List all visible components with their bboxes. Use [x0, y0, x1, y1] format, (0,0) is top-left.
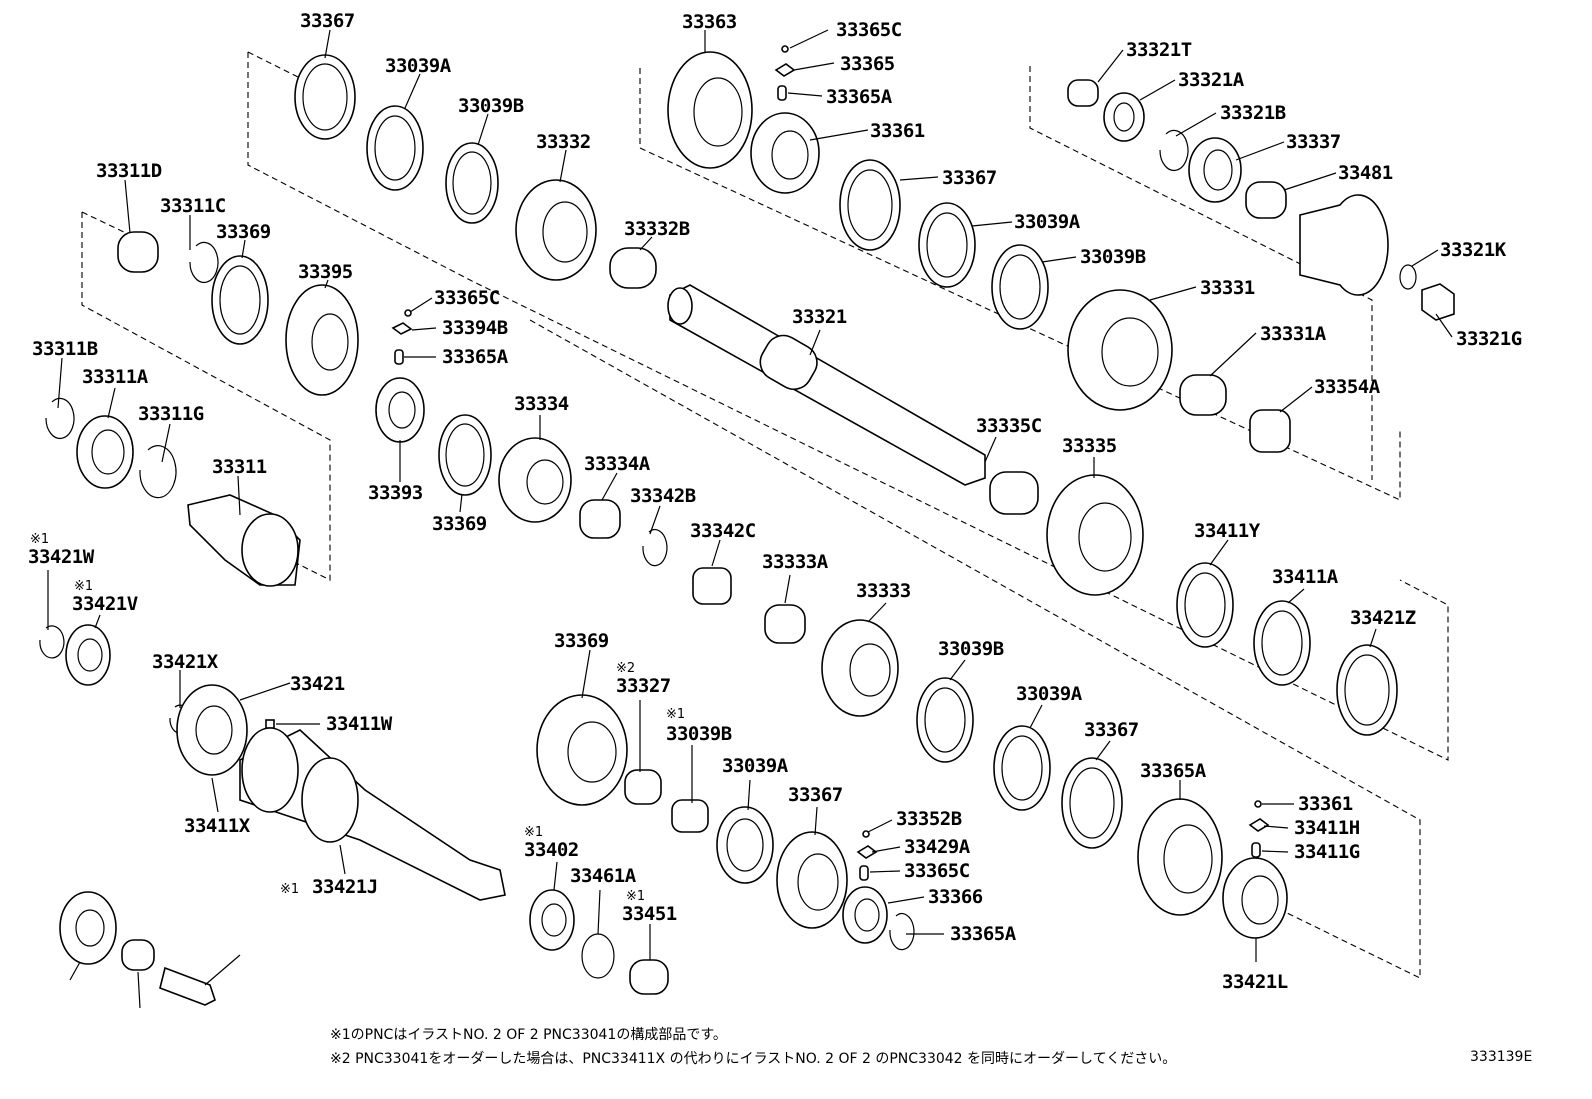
part-label: 33365A [1140, 760, 1207, 782]
part-label: 33461A [570, 865, 637, 887]
part-label: 33337 [1286, 131, 1341, 153]
part-label: 33369 [554, 630, 609, 652]
part-label: 33333 [856, 580, 911, 602]
part-label: 33394B [442, 317, 508, 339]
part-label: 33421J [312, 876, 378, 898]
part-label: 33333A [762, 551, 829, 573]
note-mark-1: ※1 [524, 825, 543, 840]
part-label: 33332 [536, 131, 591, 153]
part-label: 33363 [682, 11, 737, 33]
part-label: 33365 [840, 53, 895, 75]
part-label: 33335C [976, 415, 1042, 437]
part-label: 33352B [896, 808, 962, 830]
part-label: 33369 [216, 221, 271, 243]
part-label: 33039B [458, 95, 524, 117]
part-label: 33039A [1016, 683, 1083, 705]
footnote-2: ※2 PNC33041をオーダーした場合は、PNC33411X の代わりにイラス… [330, 1051, 1177, 1067]
part-label: 33311G [138, 403, 204, 425]
part-label: 33367 [788, 784, 843, 806]
part-label: 33311A [82, 366, 149, 388]
part-label: 33369 [432, 513, 487, 535]
part-shapes [39, 45, 1455, 1006]
note-mark-1: ※1 [30, 532, 49, 547]
part-label: 33421X [152, 651, 219, 673]
part-label: 33331A [1260, 323, 1327, 345]
part-label: 33411X [184, 815, 251, 837]
note-mark-1: ※1 [666, 707, 685, 722]
part-label: 33311B [32, 338, 98, 360]
part-label: 33039B [1080, 246, 1146, 268]
part-label: 33421Z [1350, 607, 1416, 629]
part-label: 33039A [1014, 211, 1081, 233]
part-label: 33393 [368, 482, 423, 504]
part-label: 33311D [96, 160, 162, 182]
part-label: 33365C [434, 287, 500, 309]
part-label: 33402 [524, 839, 579, 861]
part-label: 33321 [792, 306, 847, 328]
note-mark-1: ※1 [74, 579, 93, 594]
part-label: 33342C [690, 520, 756, 542]
part-label: 33395 [298, 261, 353, 283]
part-label: 33481 [1338, 162, 1393, 184]
part-label: 33334A [584, 453, 651, 475]
part-label: 33367 [300, 10, 355, 32]
part-label: 33421V [72, 593, 138, 615]
part-label: 33411G [1294, 841, 1360, 863]
part-label: 33411W [326, 713, 393, 735]
part-label: 33367 [942, 167, 997, 189]
leader-lines [47, 29, 1453, 1009]
part-label: 33332B [624, 218, 690, 240]
part-label: 33354A [1314, 376, 1381, 398]
part-label: 33365A [826, 86, 893, 108]
illustration-code: 333139E [1470, 1049, 1533, 1065]
part-label: 33361 [870, 120, 925, 142]
note-mark-1: ※1 [626, 889, 645, 904]
part-label: 33321A [1178, 69, 1245, 91]
part-label: 33429A [904, 836, 971, 858]
part-label: 33411A [1272, 566, 1339, 588]
part-label: 33361 [1298, 793, 1353, 815]
part-label: 33335 [1062, 435, 1117, 457]
part-label: 33421L [1222, 971, 1288, 993]
part-label: 33411H [1294, 817, 1360, 839]
part-label: 33342B [630, 485, 696, 507]
part-label: 33321G [1456, 328, 1522, 350]
part-label: 33421W [28, 546, 95, 568]
part-label: 33331 [1200, 277, 1255, 299]
note-mark-2: ※2 [616, 661, 635, 676]
note-mark-1: ※1 [280, 882, 299, 897]
part-label: 33365C [836, 19, 902, 41]
part-label: 33451 [622, 903, 677, 925]
part-label: 33365A [442, 346, 509, 368]
part-label: 33039A [722, 755, 789, 777]
part-label: 33321B [1220, 102, 1286, 124]
part-label: 33321K [1440, 239, 1507, 261]
part-label: 33366 [928, 886, 983, 908]
part-label: 33039A [385, 55, 452, 77]
part-label: 33321T [1126, 39, 1192, 61]
part-label: 33327 [616, 675, 671, 697]
part-label: 33411Y [1194, 520, 1261, 542]
part-label: 33039B [938, 638, 1004, 660]
part-label: 33365A [950, 923, 1017, 945]
part-label: 33311C [160, 195, 226, 217]
part-label: 33334 [514, 393, 569, 415]
part-label: 33039B [666, 723, 732, 745]
part-label: 33365C [904, 860, 970, 882]
part-label: 33421 [290, 673, 345, 695]
part-labels: 33367 33039A 33039B 33332 33311D 33311C … [28, 10, 1522, 993]
part-label: 33367 [1084, 719, 1139, 741]
group-frames [81, 51, 1449, 979]
part-label: 33311 [212, 456, 267, 478]
footnote-1: ※1のPNCはイラストNO. 2 OF 2 PNC33041の構成部品です。 [330, 1027, 727, 1043]
